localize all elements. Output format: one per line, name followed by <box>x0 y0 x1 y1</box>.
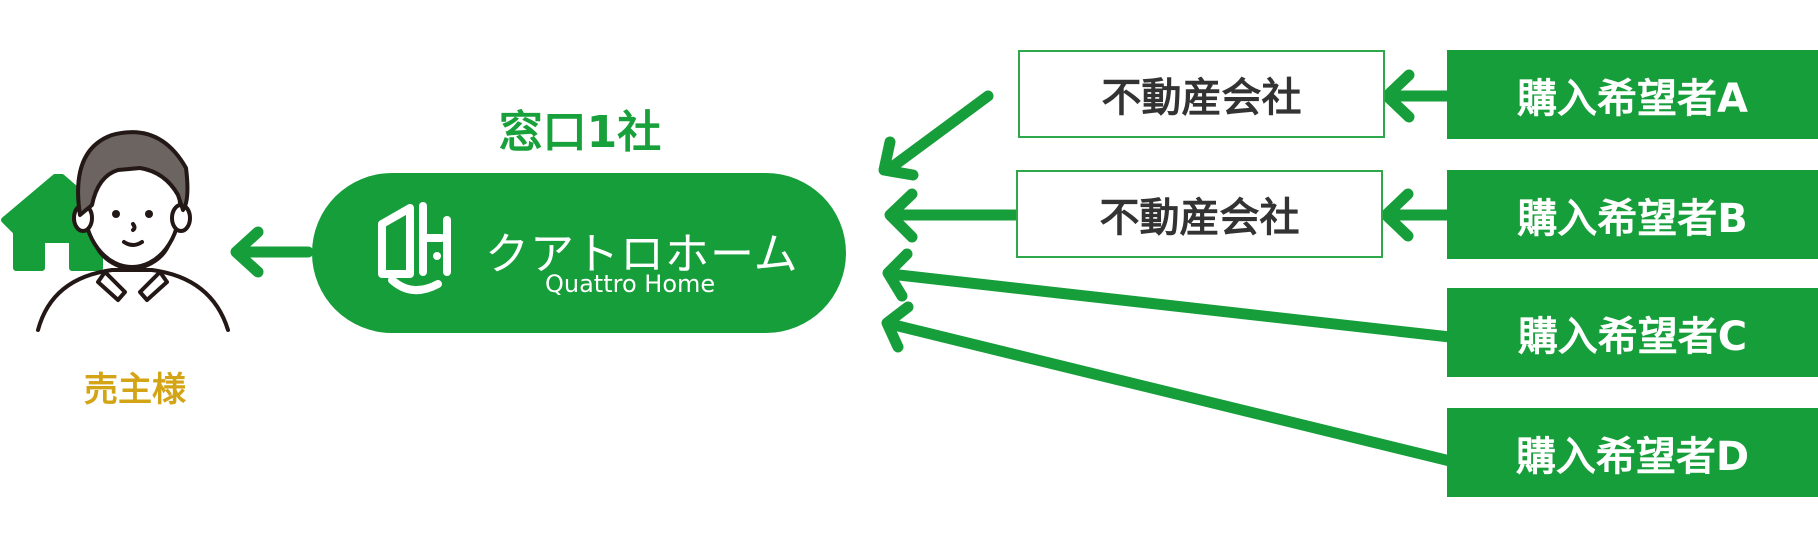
seller-label: 売主様 <box>84 370 186 410</box>
company-pill <box>312 173 846 333</box>
arrow-to-seller <box>230 226 314 278</box>
buyer-label: 購入希望者D <box>1515 433 1750 480</box>
company-name-jp: クアトロホーム <box>485 229 799 280</box>
arrow-buyerA-to-agency1 <box>1381 69 1454 123</box>
person-icon <box>36 130 230 332</box>
house-icon <box>1 174 103 271</box>
buyer-box-d: 購入希望者D <box>1447 408 1818 497</box>
arrow-buyerD-to-window <box>881 301 1456 467</box>
agency-box-2: 不動産会社 <box>1016 170 1383 258</box>
arrow-buyerB-to-agency2 <box>1380 188 1454 242</box>
buyer-box-b: 購入希望者B <box>1447 170 1818 259</box>
agency-box-1: 不動産会社 <box>1018 50 1385 138</box>
agency-label: 不動産会社 <box>1101 75 1302 121</box>
buyer-box-c: 購入希望者C <box>1447 288 1818 377</box>
buyer-label: 購入希望者B <box>1517 195 1748 242</box>
window-label: 窓口1社 <box>498 107 662 158</box>
buyer-box-a: 購入希望者A <box>1447 50 1818 139</box>
arrow-agency1-to-window <box>878 90 994 181</box>
company-name-en: Quattro Home <box>545 270 716 298</box>
buyer-label: 購入希望者C <box>1517 313 1748 360</box>
agency-label: 不動産会社 <box>1099 195 1300 241</box>
arrow-agency2-to-window <box>884 188 1021 243</box>
arrow-buyerC-to-window <box>882 248 1456 343</box>
buyer-label: 購入希望者A <box>1517 75 1748 122</box>
